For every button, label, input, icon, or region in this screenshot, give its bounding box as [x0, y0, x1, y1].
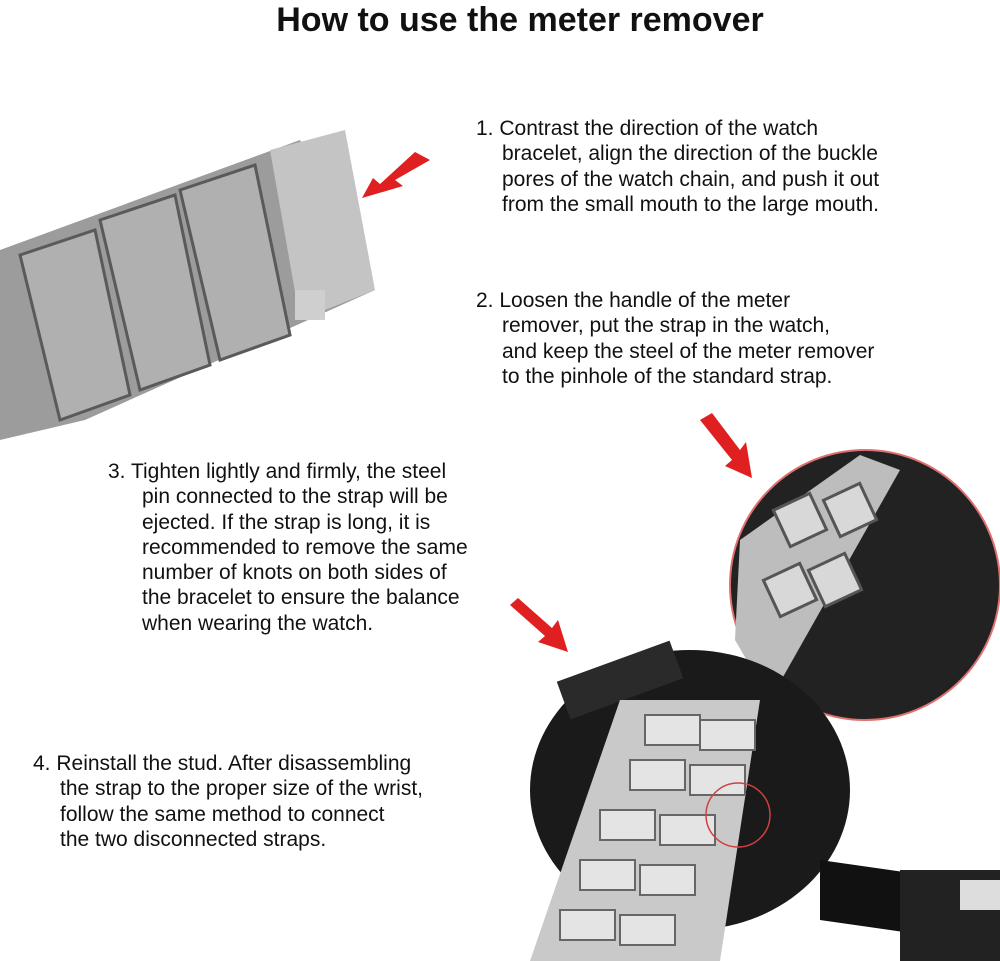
step-line: 3. Tighten lightly and firmly, the steel: [108, 460, 447, 483]
magnified-circle-image: [729, 449, 1000, 721]
step-line: 1. Contrast the direction of the watch: [476, 117, 819, 140]
step-line: the strap to the proper size of the wris…: [60, 777, 424, 801]
step-line: number of knots on both sides of: [142, 561, 447, 585]
step-line: pores of the watch chain, and push it ou…: [502, 167, 880, 191]
step-line: and keep the steel of the meter remover: [502, 339, 875, 363]
step-line: ejected. If the strap is long, it is: [142, 510, 431, 534]
watch-bracelet-image: [0, 130, 375, 440]
step-3-text: 3. Tighten lightly and firmly, the steel…: [108, 459, 468, 636]
step-4-text: 4. Reinstall the stud. After disassembli…: [33, 751, 423, 852]
arrow-icon-2: [700, 413, 752, 478]
step-line: to the pinhole of the standard strap.: [502, 364, 833, 388]
step-line: bracelet, align the direction of the buc…: [502, 142, 878, 166]
meter-remover-tool-image: [530, 640, 1000, 961]
step-line: 4. Reinstall the stud. After disassembli…: [33, 752, 412, 775]
step-line: 2. Loosen the handle of the meter: [476, 289, 791, 312]
step-line: recommended to remove the same: [142, 535, 468, 559]
step-1-text: 1. Contrast the direction of the watch b…: [476, 116, 879, 217]
step-line: remover, put the strap in the watch,: [502, 314, 831, 338]
step-line: the bracelet to ensure the balance: [142, 586, 460, 610]
step-line: when wearing the watch.: [142, 611, 374, 635]
arrow-icon-3: [510, 598, 568, 652]
step-line: from the small mouth to the large mouth.: [502, 192, 880, 216]
step-line: follow the same method to connect: [60, 802, 385, 826]
arrow-icon-1: [362, 152, 430, 198]
step-2-text: 2. Loosen the handle of the meter remove…: [476, 288, 874, 389]
step-line: the two disconnected straps.: [60, 827, 327, 851]
step-line: pin connected to the strap will be: [142, 485, 448, 509]
page-title: How to use the meter remover: [276, 1, 764, 39]
